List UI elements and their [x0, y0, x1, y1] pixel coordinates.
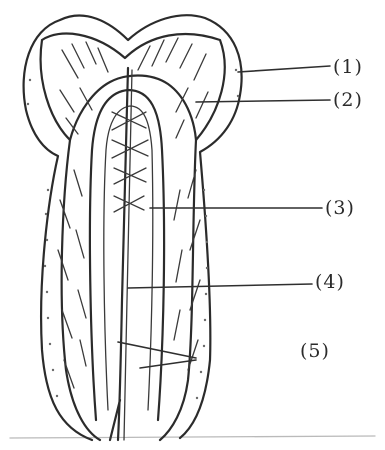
label-4: (4): [315, 271, 345, 293]
crown-inner-line: [70, 76, 196, 141]
pointer-4: [128, 284, 312, 288]
label-2: (2): [333, 89, 363, 111]
ground-line: [10, 436, 375, 438]
pointer-1: [238, 66, 330, 72]
pointer-5b: [140, 360, 196, 368]
enamel-outline: [24, 15, 242, 440]
pointer-2: [196, 100, 330, 102]
dentin-outline: [41, 34, 225, 440]
label-3: (3): [325, 197, 355, 219]
label-5: (5): [300, 340, 330, 362]
root-canal-line-2: [124, 70, 132, 440]
label-1: (1): [333, 56, 363, 78]
pointer-5a: [118, 342, 196, 358]
